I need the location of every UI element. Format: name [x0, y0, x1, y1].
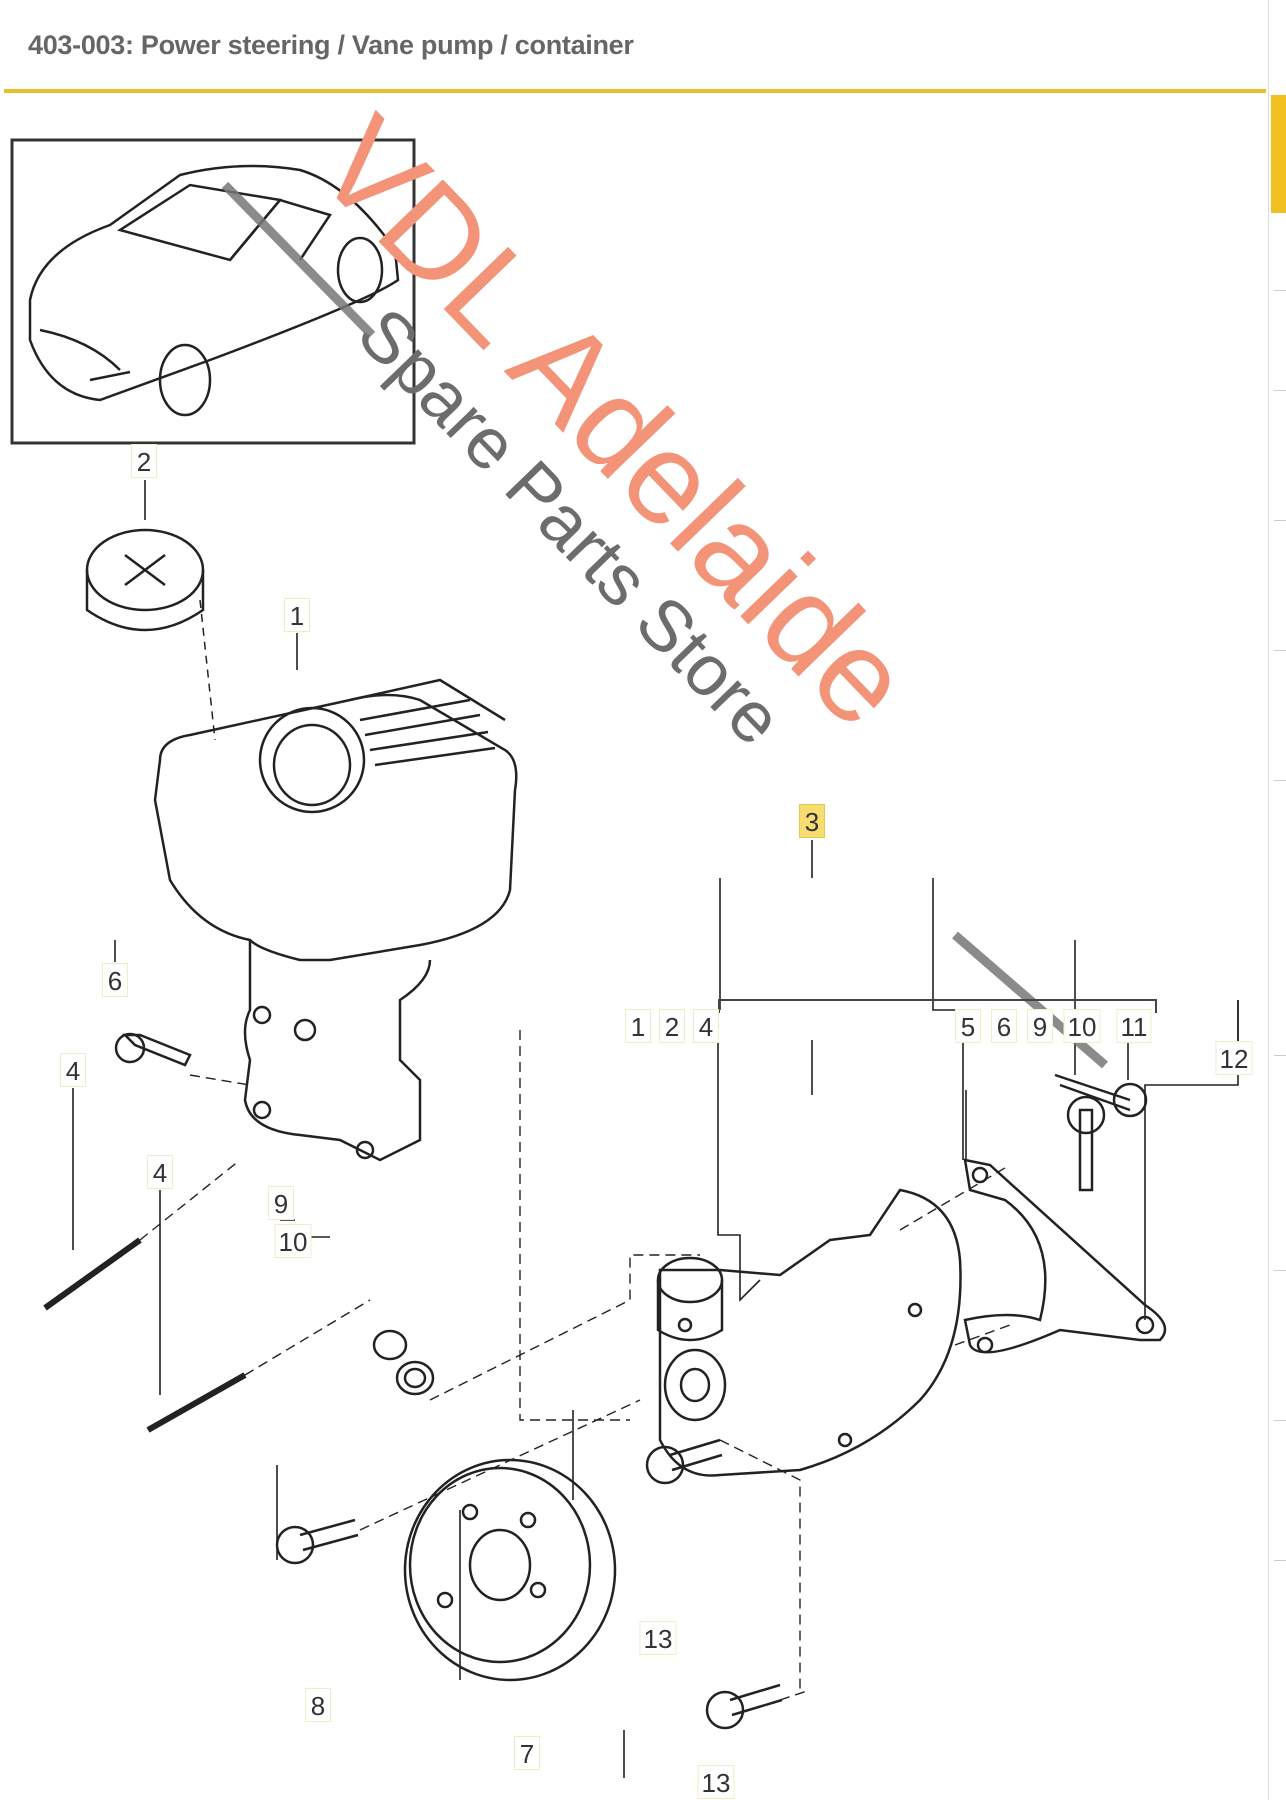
divider — [1274, 390, 1286, 391]
divider — [1274, 1270, 1286, 1271]
group-item-9[interactable]: 9 — [1027, 1009, 1053, 1043]
callout-4[interactable]: 4 — [60, 1053, 86, 1087]
callout-13[interactable]: 13 — [697, 1765, 735, 1799]
group-item-5[interactable]: 5 — [955, 1009, 981, 1043]
divider — [1274, 1420, 1286, 1421]
divider — [1274, 650, 1286, 651]
callout-8[interactable]: 8 — [305, 1688, 331, 1722]
bolt[interactable] — [705, 1683, 783, 1730]
vehicle-thumbnail[interactable] — [10, 138, 416, 445]
pin[interactable] — [43, 1237, 142, 1311]
divider — [1274, 520, 1286, 521]
callout-9[interactable]: 9 — [268, 1186, 294, 1220]
group-item-1[interactable]: 1 — [625, 1009, 651, 1043]
group-item-11[interactable]: 11 — [1116, 1009, 1152, 1043]
bolt[interactable] — [114, 1032, 192, 1067]
callout-4[interactable]: 4 — [147, 1155, 173, 1189]
bolt[interactable] — [1066, 1095, 1106, 1192]
callout-3-selected[interactable]: 3 — [799, 804, 825, 838]
active-tab-marker[interactable] — [1271, 95, 1286, 213]
pin[interactable] — [146, 1372, 247, 1433]
side-scroll-panel[interactable] — [1268, 0, 1286, 1800]
callout-7[interactable]: 7 — [514, 1736, 540, 1770]
mounting-bracket[interactable] — [963, 1158, 1167, 1354]
callout-2[interactable]: 2 — [131, 444, 157, 478]
reservoir-cap[interactable] — [85, 528, 216, 741]
header-divider — [4, 89, 1266, 93]
group-item-6[interactable]: 6 — [991, 1009, 1017, 1043]
divider — [1274, 1055, 1286, 1056]
callout-10[interactable]: 10 — [274, 1224, 312, 1258]
callout-12[interactable]: 12 — [1215, 1041, 1253, 1075]
divider — [1274, 290, 1286, 291]
dashed-guides — [139, 1030, 1011, 1701]
bolt[interactable] — [1054, 1073, 1148, 1118]
divider — [1274, 1560, 1286, 1561]
divider — [1274, 780, 1286, 781]
group-item-10[interactable]: 10 — [1063, 1009, 1101, 1043]
group-item-4[interactable]: 4 — [693, 1009, 719, 1043]
page-title: 403-003: Power steering / Vane pump / co… — [28, 30, 634, 60]
callout-6[interactable]: 6 — [102, 963, 128, 997]
callout-13[interactable]: 13 — [639, 1621, 677, 1655]
reservoir-container[interactable] — [153, 678, 518, 1162]
o-ring[interactable] — [372, 1329, 408, 1361]
vane-pump[interactable] — [656, 1188, 962, 1477]
callout-1[interactable]: 1 — [284, 598, 310, 632]
fitting[interactable] — [395, 1360, 435, 1396]
group-item-2[interactable]: 2 — [659, 1009, 685, 1043]
